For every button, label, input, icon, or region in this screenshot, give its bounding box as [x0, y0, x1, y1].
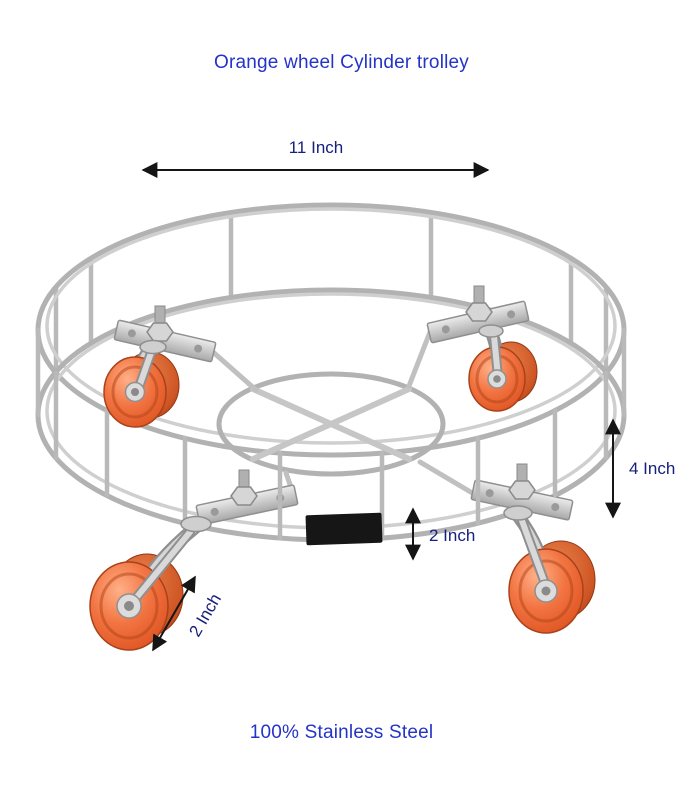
caster-rear-left [103, 339, 180, 428]
dimension-width: 11 Inch [141, 138, 490, 178]
vertical-posts-front [35, 327, 627, 541]
dimension-side-height-label: 4 Inch [629, 459, 675, 478]
dimension-base-height-label: 2 Inch [429, 526, 475, 545]
radial-bars [210, 329, 477, 499]
caster-rear-right [468, 324, 538, 412]
mounting-plate-rear-right [426, 285, 530, 344]
mounting-plate-front-left [195, 469, 299, 526]
dimension-side-height: 4 Inch [605, 418, 675, 519]
dimension-width-label: 11 Inch [289, 138, 344, 157]
footer-caption: 100% Stainless Steel [249, 722, 434, 743]
mounting-plate-rear-left [113, 305, 217, 363]
dimension-wheel-arrow [152, 575, 196, 652]
inner-ring [216, 371, 446, 477]
dimension-wheel-label: 2 Inch [185, 590, 225, 640]
caster-front-left [89, 515, 212, 651]
cross-brace [250, 386, 412, 462]
caster-front-right [503, 505, 596, 634]
page-title: Orange wheel Cylinder trolley [213, 52, 470, 73]
dimension-base-height: 2 Inch [405, 507, 475, 561]
label-plate [305, 512, 383, 546]
